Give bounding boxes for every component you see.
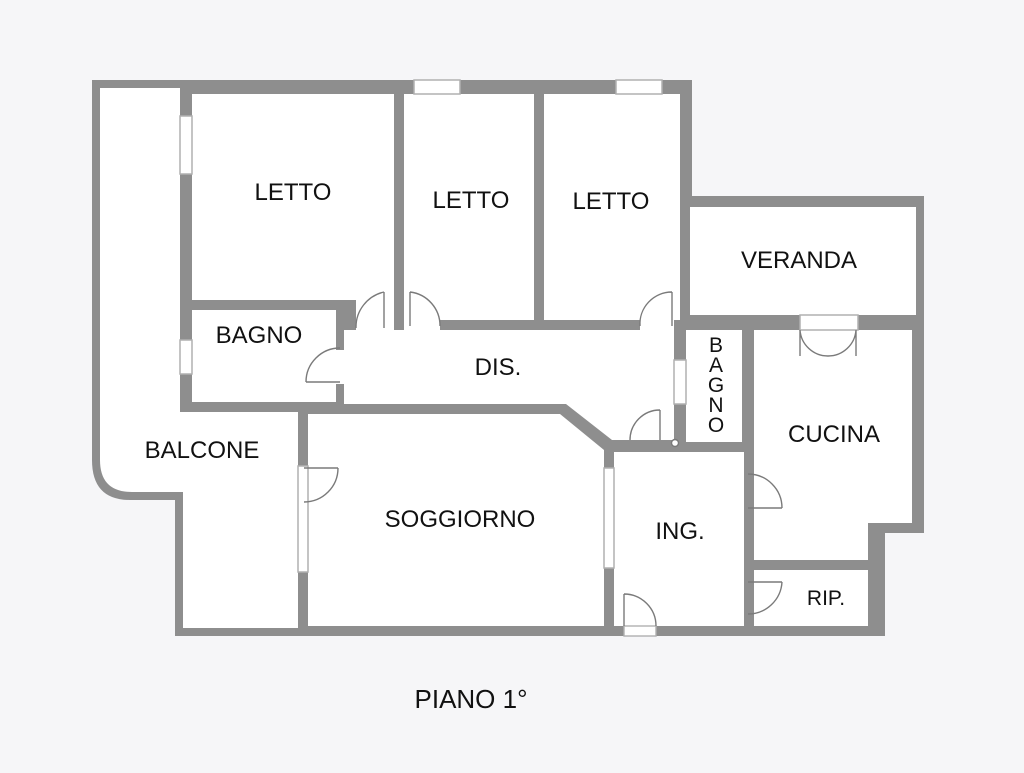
plan-title: PIANO 1° xyxy=(415,684,528,714)
door-swing-soggiorno xyxy=(303,467,339,503)
windows xyxy=(179,79,859,573)
door-swing-entrance xyxy=(623,593,657,627)
floor-dis xyxy=(344,330,674,440)
floor-balcone xyxy=(100,88,298,628)
door-gap-letto-1 xyxy=(356,300,394,330)
door-swing-rip xyxy=(747,581,783,615)
floor-letto-3 xyxy=(544,94,680,320)
window-top-letto-2 xyxy=(413,79,461,95)
door-gap-letto-3 xyxy=(640,318,674,330)
door-hinge-bagno-2 xyxy=(670,438,680,448)
door-gap-bagno-1 xyxy=(336,350,344,384)
label-letto-3: LETTO xyxy=(573,188,650,215)
door-swing-cucina xyxy=(747,473,783,509)
floor-letto-2 xyxy=(404,94,534,320)
window-soggiorno-left xyxy=(297,465,309,573)
floor-rip xyxy=(754,570,868,626)
label-soggiorno: SOGGIORNO xyxy=(385,506,536,533)
window-cucina-top xyxy=(799,314,859,331)
door-swing-letto-3 xyxy=(639,291,673,327)
door-swing-veranda xyxy=(799,329,857,357)
floor-veranda xyxy=(690,207,916,315)
window-left-letto-1 xyxy=(179,115,193,175)
doors xyxy=(303,291,857,637)
floor-bagno-2 xyxy=(686,330,742,442)
floor-bagno-1 xyxy=(192,310,336,402)
floor-soggiorno xyxy=(308,414,604,626)
window-top-letto-3 xyxy=(615,79,663,95)
floor-cucina xyxy=(754,330,912,560)
label-letto-1: LETTO xyxy=(255,179,332,206)
door-swing-letto-1 xyxy=(355,291,385,329)
label-balcone: BALCONE xyxy=(145,437,260,464)
label-dis: DIS. xyxy=(475,354,522,381)
label-rip: RIP. xyxy=(807,587,845,610)
label-ing: ING. xyxy=(655,518,704,545)
door-gap-letto-2 xyxy=(404,318,440,330)
label-cucina: CUCINA xyxy=(788,421,880,448)
floor-letto-1 xyxy=(192,94,394,300)
label-bagno-1: BAGNO xyxy=(216,322,303,349)
door-swing-bagno-2 xyxy=(629,409,661,441)
window-soggiorno-right xyxy=(603,467,615,569)
window-left-bagno xyxy=(179,339,193,375)
door-swing-letto-2 xyxy=(409,291,441,327)
window-bagno2 xyxy=(673,359,687,405)
floor-ing xyxy=(614,452,744,626)
label-veranda: VERANDA xyxy=(741,247,857,274)
door-gap-entrance xyxy=(623,625,657,637)
floors xyxy=(100,88,916,628)
label-letto-2: LETTO xyxy=(433,187,510,214)
door-swing-bagno-1 xyxy=(305,347,341,383)
